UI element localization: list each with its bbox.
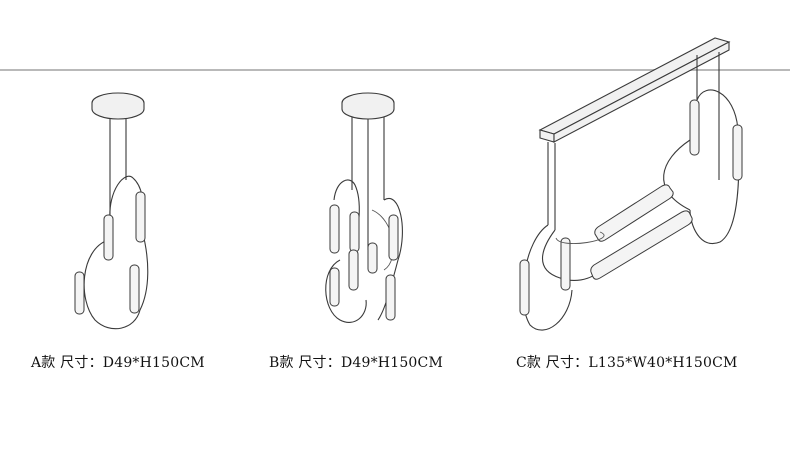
product-b-name: B款 — [269, 355, 294, 371]
product-b-size-label: 尺寸： — [298, 355, 341, 371]
product-b-caption: B款 尺寸：D49*H150CM — [269, 352, 443, 372]
product-c-lamp — [519, 37, 743, 331]
product-a-caption: A款 尺寸：D49*H150CM — [31, 352, 205, 372]
product-c-size-label: 尺寸： — [545, 355, 589, 371]
product-c-name: C款 — [516, 355, 542, 371]
ceiling-line — [0, 69, 790, 71]
product-b-size-value: D49*H150CM — [340, 355, 443, 371]
product-a-name: A款 — [31, 355, 56, 371]
product-c-caption: C款 尺寸：L135*W40*H150CM — [516, 352, 738, 372]
product-a-size-label: 尺寸： — [60, 355, 103, 371]
product-a-lamp — [74, 92, 149, 330]
product-c-size-value: L135*W40*H150CM — [588, 355, 738, 371]
product-a-size-value: D49*H150CM — [102, 355, 205, 371]
product-b-lamp — [325, 92, 403, 323]
